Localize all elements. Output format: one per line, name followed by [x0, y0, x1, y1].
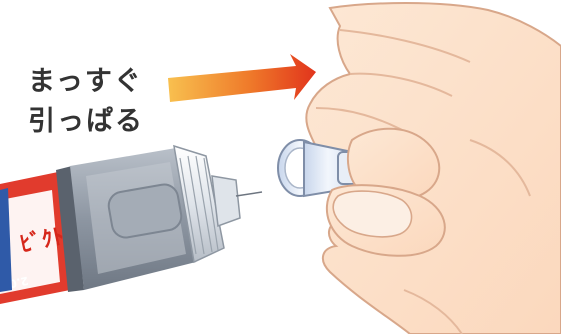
injection-pen: ﾋﾞｸﾄ 2.01mg/ — [0, 146, 262, 304]
pull-direction-arrow — [168, 54, 316, 102]
pen-needle — [236, 192, 262, 196]
